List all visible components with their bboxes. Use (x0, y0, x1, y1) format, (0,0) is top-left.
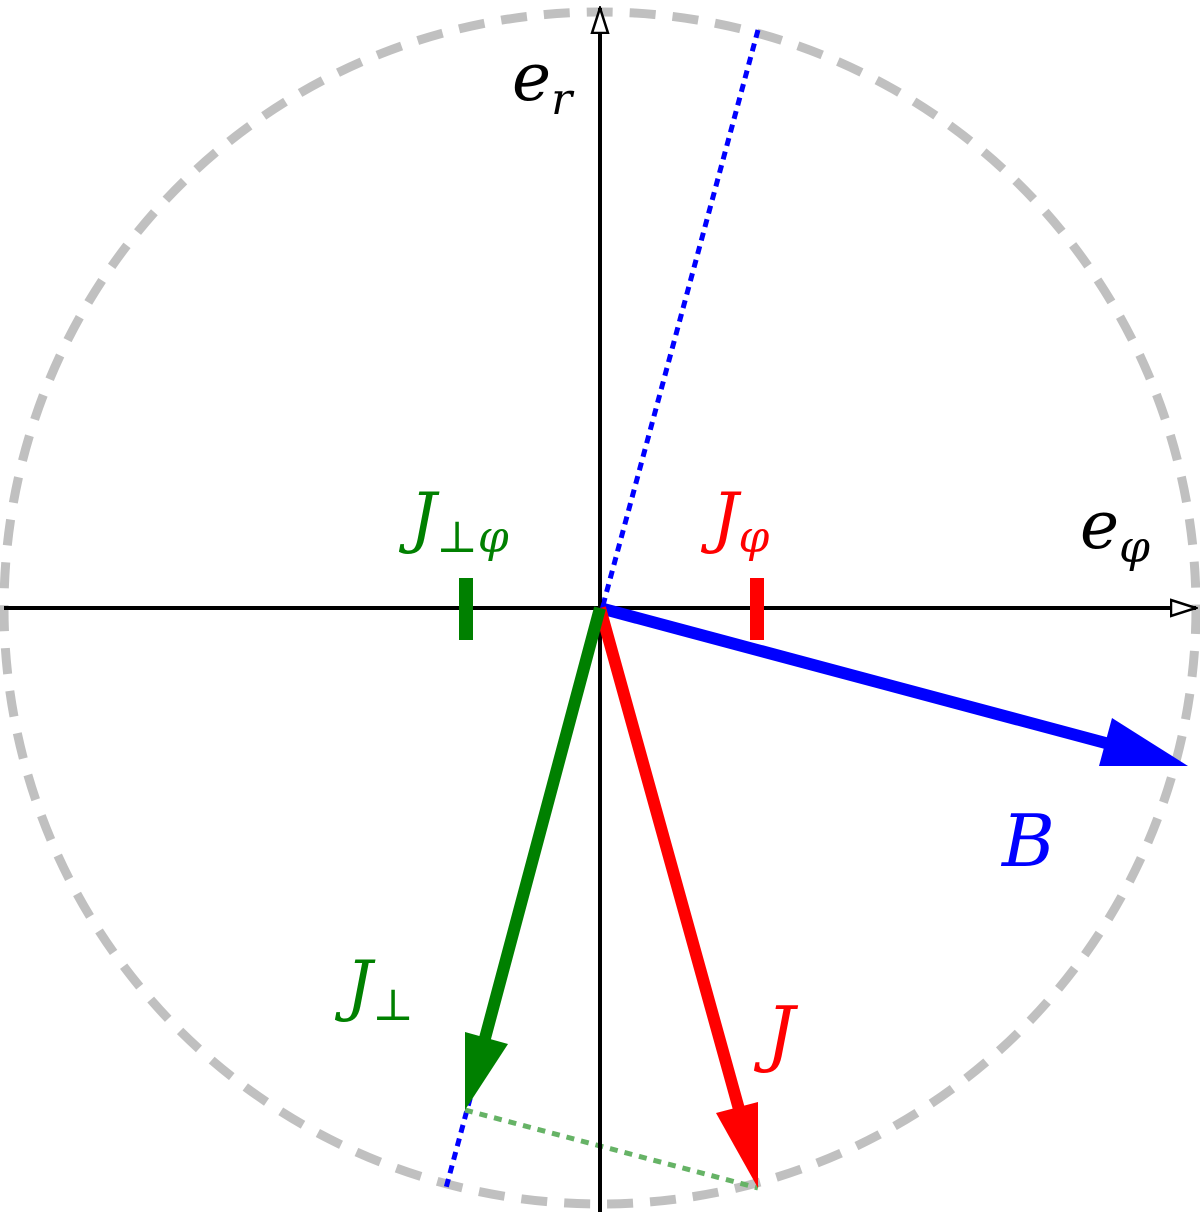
j-label: J (753, 991, 799, 1075)
j-perp-vector (465, 606, 606, 1110)
axis-phi-label: eφ (1080, 487, 1150, 573)
j-vector (594, 606, 758, 1188)
j-perp-phi-label: J⊥φ (398, 479, 509, 563)
axis-r-label: er (512, 39, 575, 125)
j-perp-label: J⊥ (334, 947, 414, 1031)
j-phi-label: Jφ (700, 479, 769, 563)
b-label: B (1000, 799, 1055, 883)
b-vector (598, 602, 1188, 766)
projection-dotted-line (464, 1107, 759, 1191)
